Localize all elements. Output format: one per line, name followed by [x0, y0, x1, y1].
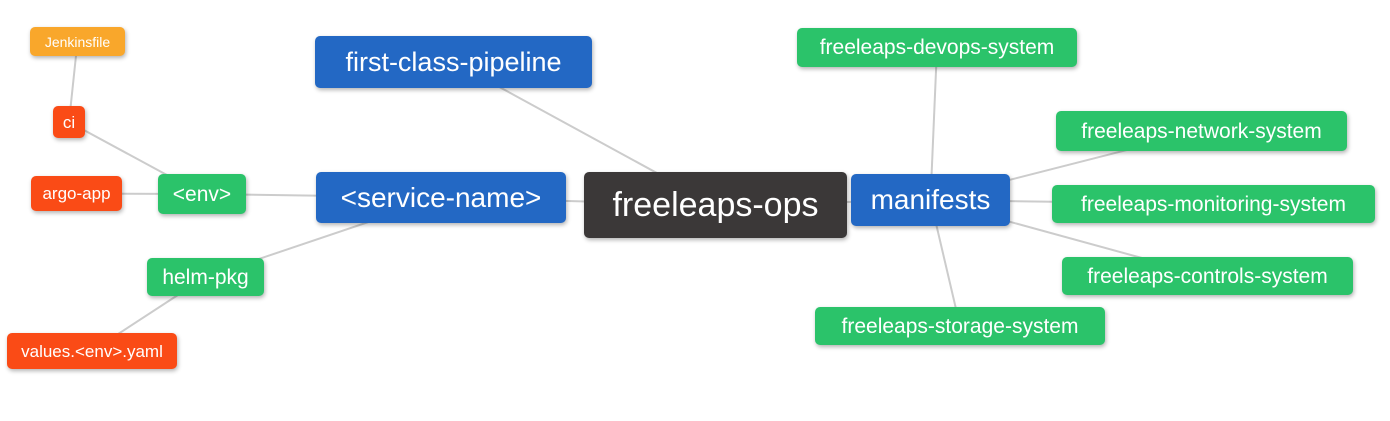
- node-ci[interactable]: ci: [53, 106, 85, 138]
- node-storage-system[interactable]: freeleaps-storage-system: [815, 307, 1105, 345]
- node-argo-app[interactable]: argo-app: [31, 176, 122, 211]
- node-freeleaps-ops[interactable]: freeleaps-ops: [584, 172, 847, 238]
- node-monitoring-system[interactable]: freeleaps-monitoring-system: [1052, 185, 1375, 223]
- node-manifests[interactable]: manifests: [851, 174, 1010, 226]
- node-values-env-yaml[interactable]: values.<env>.yaml: [7, 333, 177, 369]
- node-helm-pkg[interactable]: helm-pkg: [147, 258, 264, 296]
- node-jenkinsfile[interactable]: Jenkinsfile: [30, 27, 125, 56]
- node-first-class-pipeline[interactable]: first-class-pipeline: [315, 36, 592, 88]
- node-env[interactable]: <env>: [158, 174, 246, 214]
- node-network-system[interactable]: freeleaps-network-system: [1056, 111, 1347, 151]
- node-service-name[interactable]: <service-name>: [316, 172, 566, 223]
- node-devops-system[interactable]: freeleaps-devops-system: [797, 28, 1077, 67]
- node-controls-system[interactable]: freeleaps-controls-system: [1062, 257, 1353, 295]
